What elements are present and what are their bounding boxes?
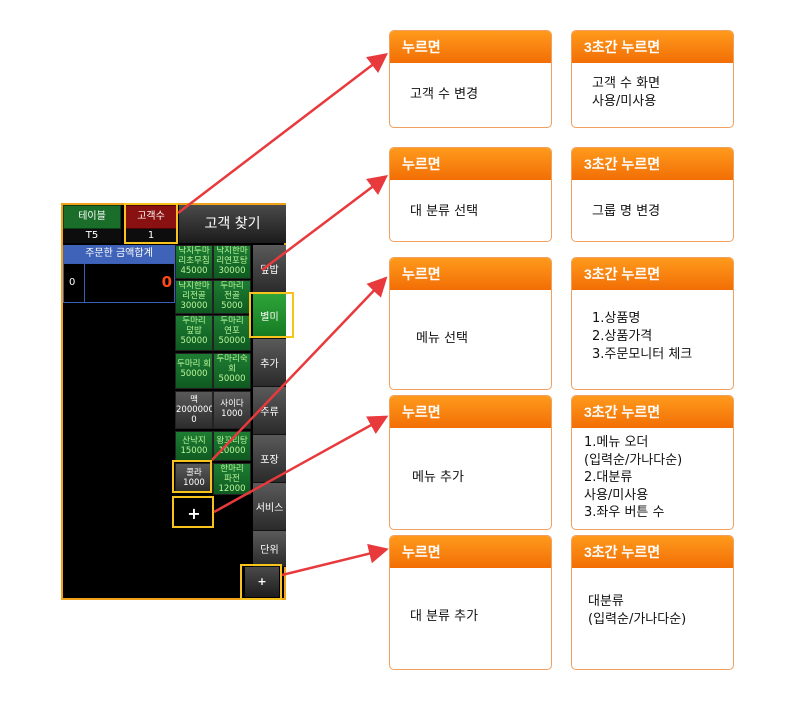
- arrow: [261, 174, 388, 271]
- hold-desc: 대분류 (입력순/가나다순): [588, 594, 687, 627]
- add-category-button[interactable]: +: [245, 567, 279, 597]
- highlight-guest-count: [124, 203, 178, 244]
- menu-item[interactable]: 낙지두마 리초무침 45000: [175, 245, 213, 279]
- press-desc: 대 분류 선택: [410, 204, 479, 219]
- divider: [84, 264, 85, 302]
- hold-box-add-category: 3초간 누르면 대분류 (입력순/가나다순): [571, 535, 734, 670]
- press-desc: 메뉴 추가: [412, 470, 464, 485]
- table-value: T5: [63, 229, 121, 243]
- category-item[interactable]: 단위: [253, 531, 286, 567]
- hold-box-add-menu: 3초간 누르면 1.메뉴 오더 (입력순/가나다순) 2.대분류 사용/미사용 …: [571, 395, 734, 530]
- hold-box-category: 3초간 누르면 그룹 명 변경: [571, 147, 734, 242]
- hold-header: 3초간 누르면: [572, 258, 733, 290]
- menu-item[interactable]: 한마리 파전 12000: [213, 463, 251, 495]
- hold-desc: 1.상품명 2.상품가격 3.주문모니터 체크: [592, 311, 693, 362]
- hold-header: 3초간 누르면: [572, 148, 733, 180]
- press-box-menu: 누르면 메뉴 선택: [389, 257, 552, 390]
- press-box-add-menu: 누르면 메뉴 추가: [389, 395, 552, 530]
- find-customer-button[interactable]: 고객 찾기: [179, 205, 286, 243]
- add-menu-button[interactable]: +: [177, 500, 211, 528]
- menu-item[interactable]: 낙지한마 리전골 30000: [175, 280, 213, 314]
- menu-item[interactable]: 산낙지 15000: [175, 431, 213, 461]
- guest-count-button[interactable]: 고객수: [125, 205, 177, 229]
- menu-item[interactable]: 왕꼬리탕 10000: [213, 431, 251, 461]
- hold-desc: 고객 수 화면 사용/미사용: [592, 76, 661, 109]
- press-header: 누르면: [390, 258, 551, 290]
- hold-desc: 그룹 명 변경: [592, 204, 661, 219]
- press-box-guest-count: 누르면 고객 수 변경: [389, 30, 552, 128]
- press-desc: 고객 수 변경: [410, 87, 479, 102]
- category-item[interactable]: 별미: [253, 293, 286, 339]
- order-amount: 0: [161, 273, 172, 291]
- category-item[interactable]: 서비스: [253, 483, 286, 531]
- menu-item[interactable]: 맥 2000000 0: [175, 391, 213, 429]
- menu-item[interactable]: 두마리숙 회 50000: [213, 353, 251, 389]
- menu-item[interactable]: 콜라 1000: [175, 463, 213, 493]
- category-item[interactable]: 추가: [253, 339, 286, 387]
- menu-item[interactable]: 두마리 덮밥 50000: [175, 315, 213, 351]
- press-box-category: 누르면 대 분류 선택: [389, 147, 552, 242]
- menu-item[interactable]: 두마리 전골 5000: [213, 280, 251, 314]
- highlight-add-menu: [172, 496, 214, 528]
- hold-box-menu: 3초간 누르면 1.상품명 2.상품가격 3.주문모니터 체크: [571, 257, 734, 390]
- menu-item[interactable]: 사이다 1000: [213, 391, 251, 429]
- guest-count-value: 1: [125, 229, 177, 243]
- press-header: 누르면: [390, 536, 551, 568]
- hold-desc: 1.메뉴 오더 (입력순/가나다순) 2.대분류 사용/미사용 3.좌우 버튼 …: [584, 435, 683, 520]
- arrow: [211, 276, 388, 461]
- menu-item[interactable]: 두마리 회 50000: [175, 353, 213, 389]
- arrow: [213, 415, 389, 514]
- hold-header: 3초간 누르면: [572, 31, 733, 63]
- hold-header: 3초간 누르면: [572, 536, 733, 568]
- highlight-add-category: [240, 564, 282, 600]
- menu-item[interactable]: 두마리 연포 50000: [213, 315, 251, 351]
- press-header: 누르면: [390, 148, 551, 180]
- press-box-add-category: 누르면 대 분류 추가: [389, 535, 552, 670]
- arrow: [177, 52, 388, 214]
- press-desc: 메뉴 선택: [416, 331, 468, 346]
- order-count: 0: [69, 277, 76, 288]
- highlight-category: [249, 292, 294, 338]
- hold-header: 3초간 누르면: [572, 396, 733, 428]
- arrow: [281, 543, 389, 577]
- highlight-menu-item: [172, 460, 212, 493]
- press-desc: 대 분류 추가: [410, 609, 479, 624]
- category-item[interactable]: 포장: [253, 435, 286, 483]
- menu-item[interactable]: 낙지한마 리연포탕 30000: [213, 245, 251, 279]
- press-header: 누르면: [390, 31, 551, 63]
- order-total-label: 주문한 금액합계: [63, 245, 175, 263]
- table-button[interactable]: 테이블: [63, 205, 121, 229]
- press-header: 누르면: [390, 396, 551, 428]
- order-total-panel: 0 0: [63, 263, 175, 303]
- hold-box-guest-count: 3초간 누르면 고객 수 화면 사용/미사용: [571, 30, 734, 128]
